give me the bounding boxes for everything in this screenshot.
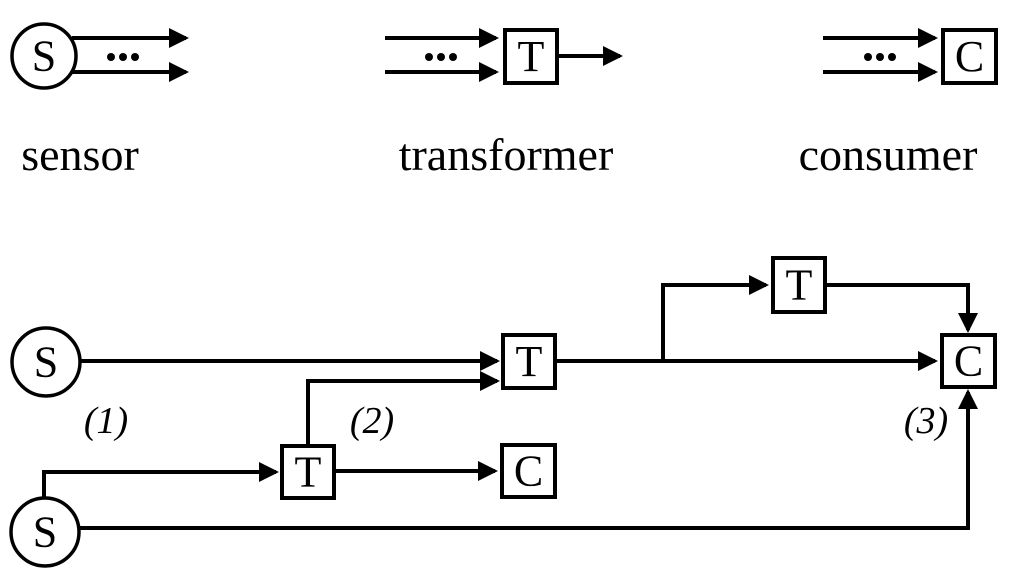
annotation-2: (2): [350, 400, 394, 442]
stream-ellipsis-icon: [107, 53, 139, 61]
legend-sensor-label: sensor: [21, 129, 139, 180]
consumer-bottom-symbol: C: [514, 447, 543, 496]
consumer-main-symbol: C: [954, 337, 983, 386]
node-transformer-top: T: [771, 256, 827, 314]
edge-sensor2-to-consumer-main: [79, 389, 978, 530]
sensor-2-shape: [9, 496, 81, 568]
transformer-main-shape: [501, 333, 557, 390]
transformer-bottom-shape: [280, 444, 336, 500]
consumer-bottom-shape: [500, 443, 557, 499]
annotation-3: (3): [904, 400, 948, 442]
edge-transformer-bottom-to-transformer-main: [306, 371, 500, 446]
node-consumer-bottom: C: [500, 443, 557, 499]
edge-branch-to-transformer-top: [661, 275, 769, 361]
node-transformer-main: T: [501, 333, 557, 390]
node-consumer-main: C: [940, 333, 997, 389]
sensor-2-symbol: S: [33, 508, 57, 557]
stream-ellipsis-icon: [425, 53, 457, 61]
stream-ellipsis-icon: [864, 53, 896, 61]
legend-item-consumer: C consumer: [799, 28, 998, 180]
legend: S sensor T transformer: [10, 22, 998, 180]
transformer-top-symbol: T: [786, 261, 813, 310]
legend-transformer-node: [503, 28, 559, 85]
transformer-bottom-symbol: T: [295, 448, 322, 497]
legend-transformer-symbol: T: [518, 32, 545, 81]
transformer-top-shape: [771, 256, 827, 314]
legend-consumer-node: [941, 28, 998, 85]
node-transformer-bottom: T: [280, 444, 336, 500]
annotation-1: (1): [84, 400, 128, 442]
node-sensor-2: S: [9, 496, 81, 568]
legend-sensor-symbol: S: [32, 32, 56, 81]
sensor-1-symbol: S: [34, 338, 58, 387]
legend-consumer-symbol: C: [955, 32, 984, 81]
pipeline-diagram: S S T T T C C (1) (2) (3): [9, 256, 997, 568]
edge-sensor2-to-transformer-bottom: [42, 462, 279, 498]
node-sensor-1: S: [10, 326, 82, 398]
transformer-main-symbol: T: [516, 337, 543, 386]
legend-item-sensor: S sensor: [10, 22, 189, 180]
sensor-1-shape: [10, 326, 82, 398]
legend-consumer-label: consumer: [799, 129, 978, 180]
consumer-main-shape: [940, 333, 997, 389]
edge-transformer-top-to-consumer-main: [825, 283, 978, 333]
legend-item-transformer: T transformer: [385, 28, 623, 180]
legend-transformer-label: transformer: [399, 129, 614, 180]
legend-sensor-node: [10, 22, 78, 90]
